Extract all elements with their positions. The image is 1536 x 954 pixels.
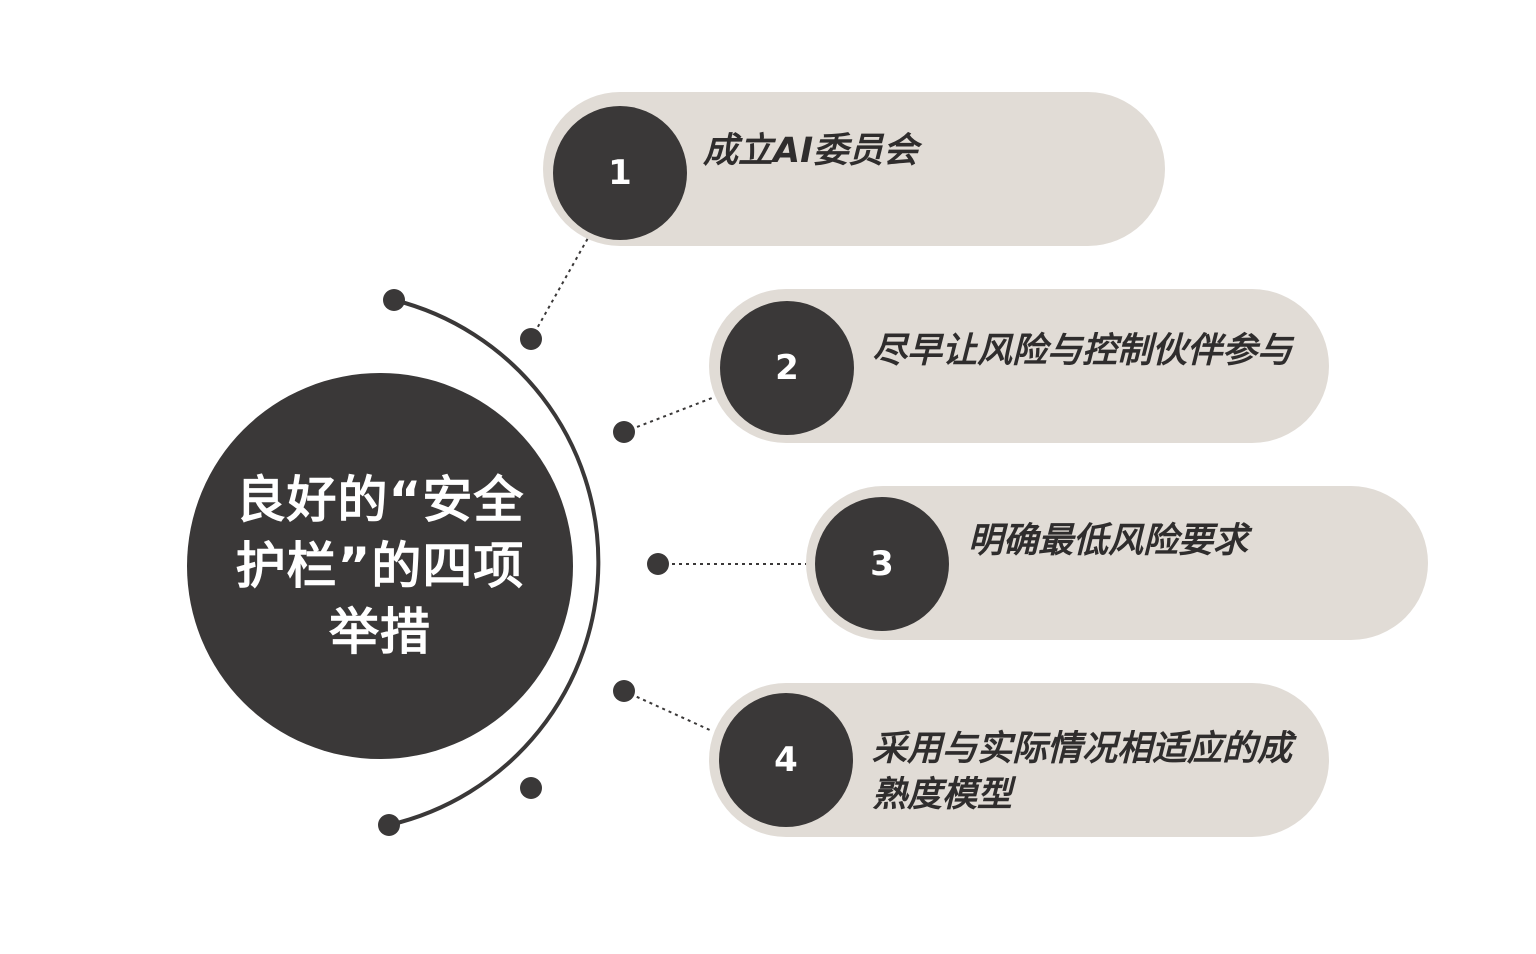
- arc-end-dot-top: [383, 289, 405, 311]
- arc-line: [388, 298, 601, 827]
- center-title: 良好的“安全护栏”的四项举措: [235, 471, 525, 661]
- connector-line-4: [623, 690, 713, 732]
- item-badge-3: 3: [815, 497, 949, 631]
- item-badge-4: 4: [719, 693, 853, 827]
- arc-dot-1: [520, 328, 542, 350]
- item-badge-2: 2: [720, 301, 854, 435]
- arc-end-dot-bottom: [378, 814, 400, 836]
- connector-line-1: [530, 237, 589, 340]
- arc-dot-4: [613, 680, 635, 702]
- connector-line-2: [623, 397, 713, 433]
- arc-dot-5: [520, 777, 542, 799]
- arc-dot-3: [647, 553, 669, 575]
- item-text-2: 尽早让风险与控制伙伴参与: [872, 331, 1293, 371]
- arc-dot-2: [613, 421, 635, 443]
- item-text-3: 明确最低风险要求: [968, 521, 1249, 561]
- item-text-1: 成立AI委员会: [703, 131, 919, 171]
- item-badge-1: 1: [553, 106, 687, 240]
- center-circle: 良好的“安全护栏”的四项举措: [187, 373, 573, 759]
- item-text-4: 采用与实际情况相适应的成熟度模型: [872, 729, 1293, 815]
